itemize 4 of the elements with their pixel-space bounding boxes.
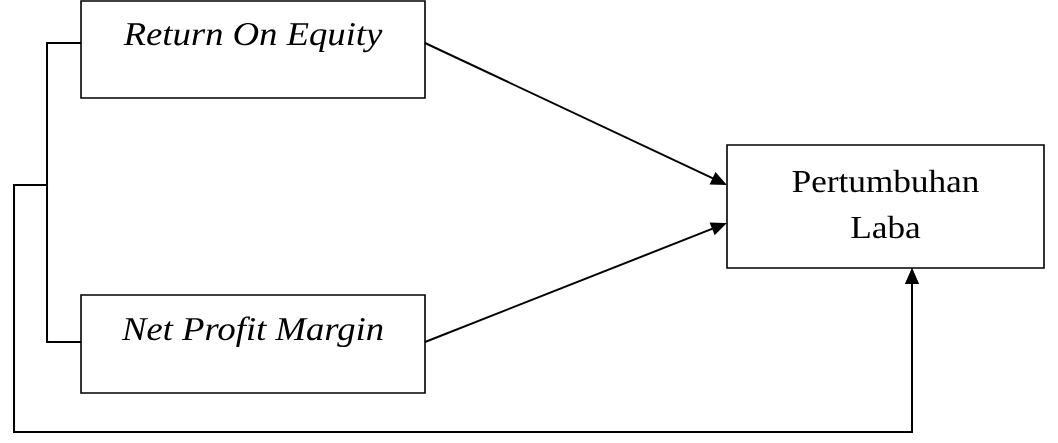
variable-box: Return On Equity (80, 0, 426, 99)
variable-box: Net Profit Margin (80, 294, 426, 394)
variable-box: Pertumbuhan Laba (726, 144, 1045, 269)
elbow-arrow (13, 184, 919, 433)
